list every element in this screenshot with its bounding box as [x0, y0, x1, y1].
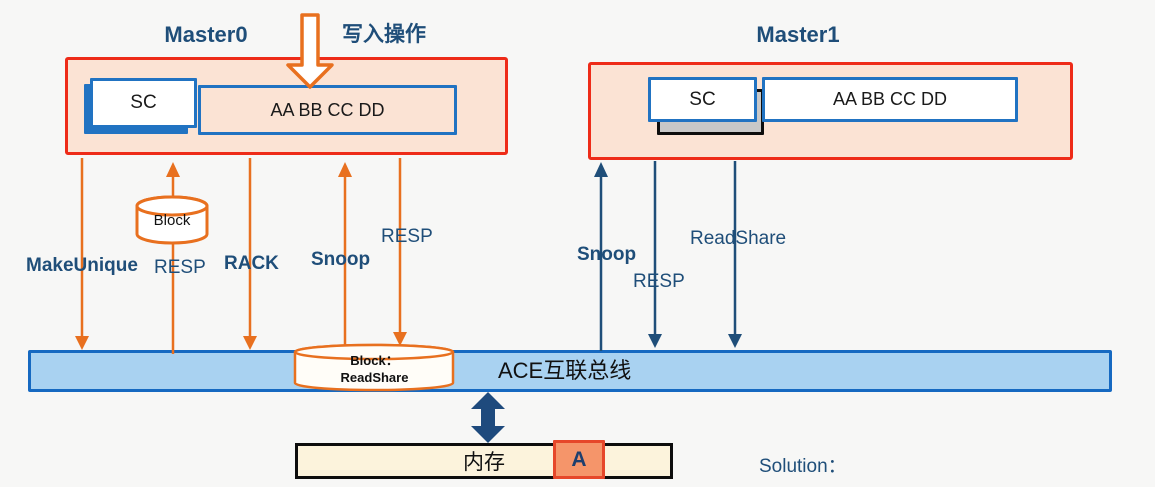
bus-memory-double-arrow-icon — [471, 392, 505, 443]
master1-sc-box: SC — [648, 77, 757, 122]
signal-snoop-right-label: Snoop — [577, 244, 637, 265]
read-share-arrowhead-down-icon — [728, 334, 742, 348]
resp-mid-arrowhead-down-icon — [393, 332, 407, 346]
master1-cacheline-box: AA BB CC DD — [762, 77, 1018, 122]
bus-buffer-labels: Block： ReadShare — [296, 352, 453, 386]
ace-interconnect-bus — [28, 350, 1112, 392]
master0-cacheline-label: AA BB CC DD — [270, 99, 385, 120]
memory-box: 内存 — [295, 443, 673, 479]
master0-sc-label: SC — [130, 92, 157, 113]
resp-right-arrowhead-down-icon — [648, 334, 662, 348]
master1-title: Master1 — [756, 22, 840, 47]
snoop-right-arrowhead-up-icon — [594, 162, 608, 177]
signal-resp-right-label: RESP — [633, 271, 685, 292]
snoop-left-arrowhead-up-icon — [338, 162, 352, 177]
memory-label: 内存 — [463, 451, 505, 474]
signal-rack-label: RACK — [224, 253, 279, 274]
write-operation-label: 写入操作 — [342, 23, 426, 46]
signal-resp-mid-label: RESP — [381, 226, 433, 247]
master1-cacheline-label: AA BB CC DD — [832, 89, 948, 109]
bus-buffer-line2: ReadShare — [340, 370, 409, 385]
solution-label: Solution： — [759, 456, 847, 477]
master0-sc-box: SC — [90, 78, 197, 128]
bus-buffer-line1: Block： — [350, 353, 399, 368]
master1-sc-label: SC — [689, 88, 716, 110]
master0-title: Master0 — [164, 22, 248, 47]
resp-left-arrowhead-up-icon — [166, 162, 180, 177]
make-unique-arrowhead-down-icon — [75, 336, 89, 350]
rack-arrowhead-down-icon — [243, 336, 257, 350]
signal-resp-left-label: RESP — [154, 257, 206, 278]
signal-make-unique-label: MakeUnique — [26, 255, 138, 276]
block-buffer-label: Block — [153, 212, 191, 229]
ace-bus-label: ACE互联总线 — [498, 358, 632, 383]
signal-snoop-left-label: Snoop — [311, 249, 371, 270]
memory-cell-a-label: A — [571, 447, 587, 471]
master0-cacheline-box: AA BB CC DD — [198, 85, 457, 135]
memory-cell-a: A — [553, 440, 605, 479]
signal-read-share-label: ReadShare — [690, 228, 787, 249]
